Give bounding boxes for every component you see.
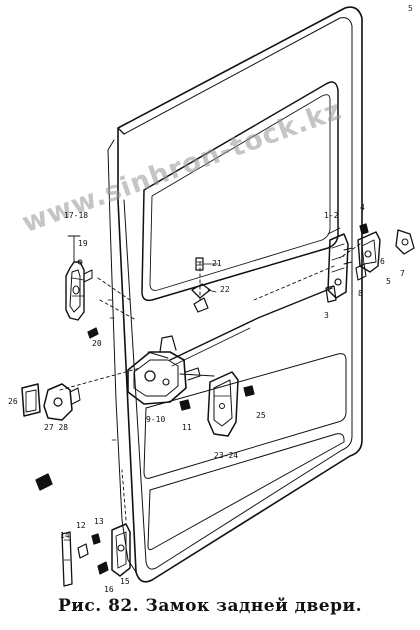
door-window	[142, 82, 338, 300]
small-clip	[36, 474, 52, 490]
callout-5: 5	[386, 277, 391, 286]
callout-14: 14	[60, 531, 70, 540]
lower-lock-parts	[62, 524, 130, 586]
upper-lock	[328, 228, 352, 298]
bracket-22	[192, 284, 216, 312]
corner-mark: 5	[408, 4, 413, 13]
callout-3: 3	[324, 311, 329, 320]
callout-20: 20	[92, 339, 102, 348]
callout-11: 11	[182, 423, 192, 432]
callout-12: 12	[76, 521, 86, 530]
leader-lines	[60, 244, 360, 520]
screw-25	[244, 386, 254, 396]
callout-26: 26	[8, 397, 18, 406]
figure-caption: Рис. 82. Замок задней двери.	[57, 596, 362, 616]
callout-4: 4	[360, 203, 365, 212]
lock-cylinder	[44, 384, 80, 420]
callout-13: 13	[94, 517, 104, 526]
lock-rods	[148, 288, 332, 376]
striker-3	[326, 286, 336, 302]
door-panel	[108, 7, 362, 582]
callout-27-28: 27 28	[44, 423, 69, 432]
callout-23-24: 23-24	[214, 451, 239, 460]
callout-8: 8	[358, 289, 363, 298]
callout-19: 19	[78, 239, 88, 248]
callout-25: 25	[256, 411, 266, 420]
screw-20	[88, 328, 98, 338]
inside-handle	[208, 372, 238, 436]
callout-7: 7	[400, 269, 405, 278]
callout-22: 22	[220, 285, 230, 294]
callout-15: 15	[120, 577, 130, 586]
callout-21: 21	[212, 259, 222, 268]
screw-11	[180, 400, 190, 410]
callout-16: 16	[104, 585, 114, 594]
callout-6: 6	[380, 257, 385, 266]
callout-17-18: 17-18	[64, 211, 89, 220]
outside-handle	[66, 236, 92, 320]
callout-1-2: 1-2	[324, 211, 339, 220]
bolt-21	[196, 258, 218, 270]
striker-parts	[356, 224, 414, 280]
rear-lock-mechanism	[128, 336, 200, 404]
door-lower-panels	[144, 354, 346, 550]
callout-9-10: 9-10	[146, 415, 166, 424]
cover-26	[22, 384, 40, 416]
